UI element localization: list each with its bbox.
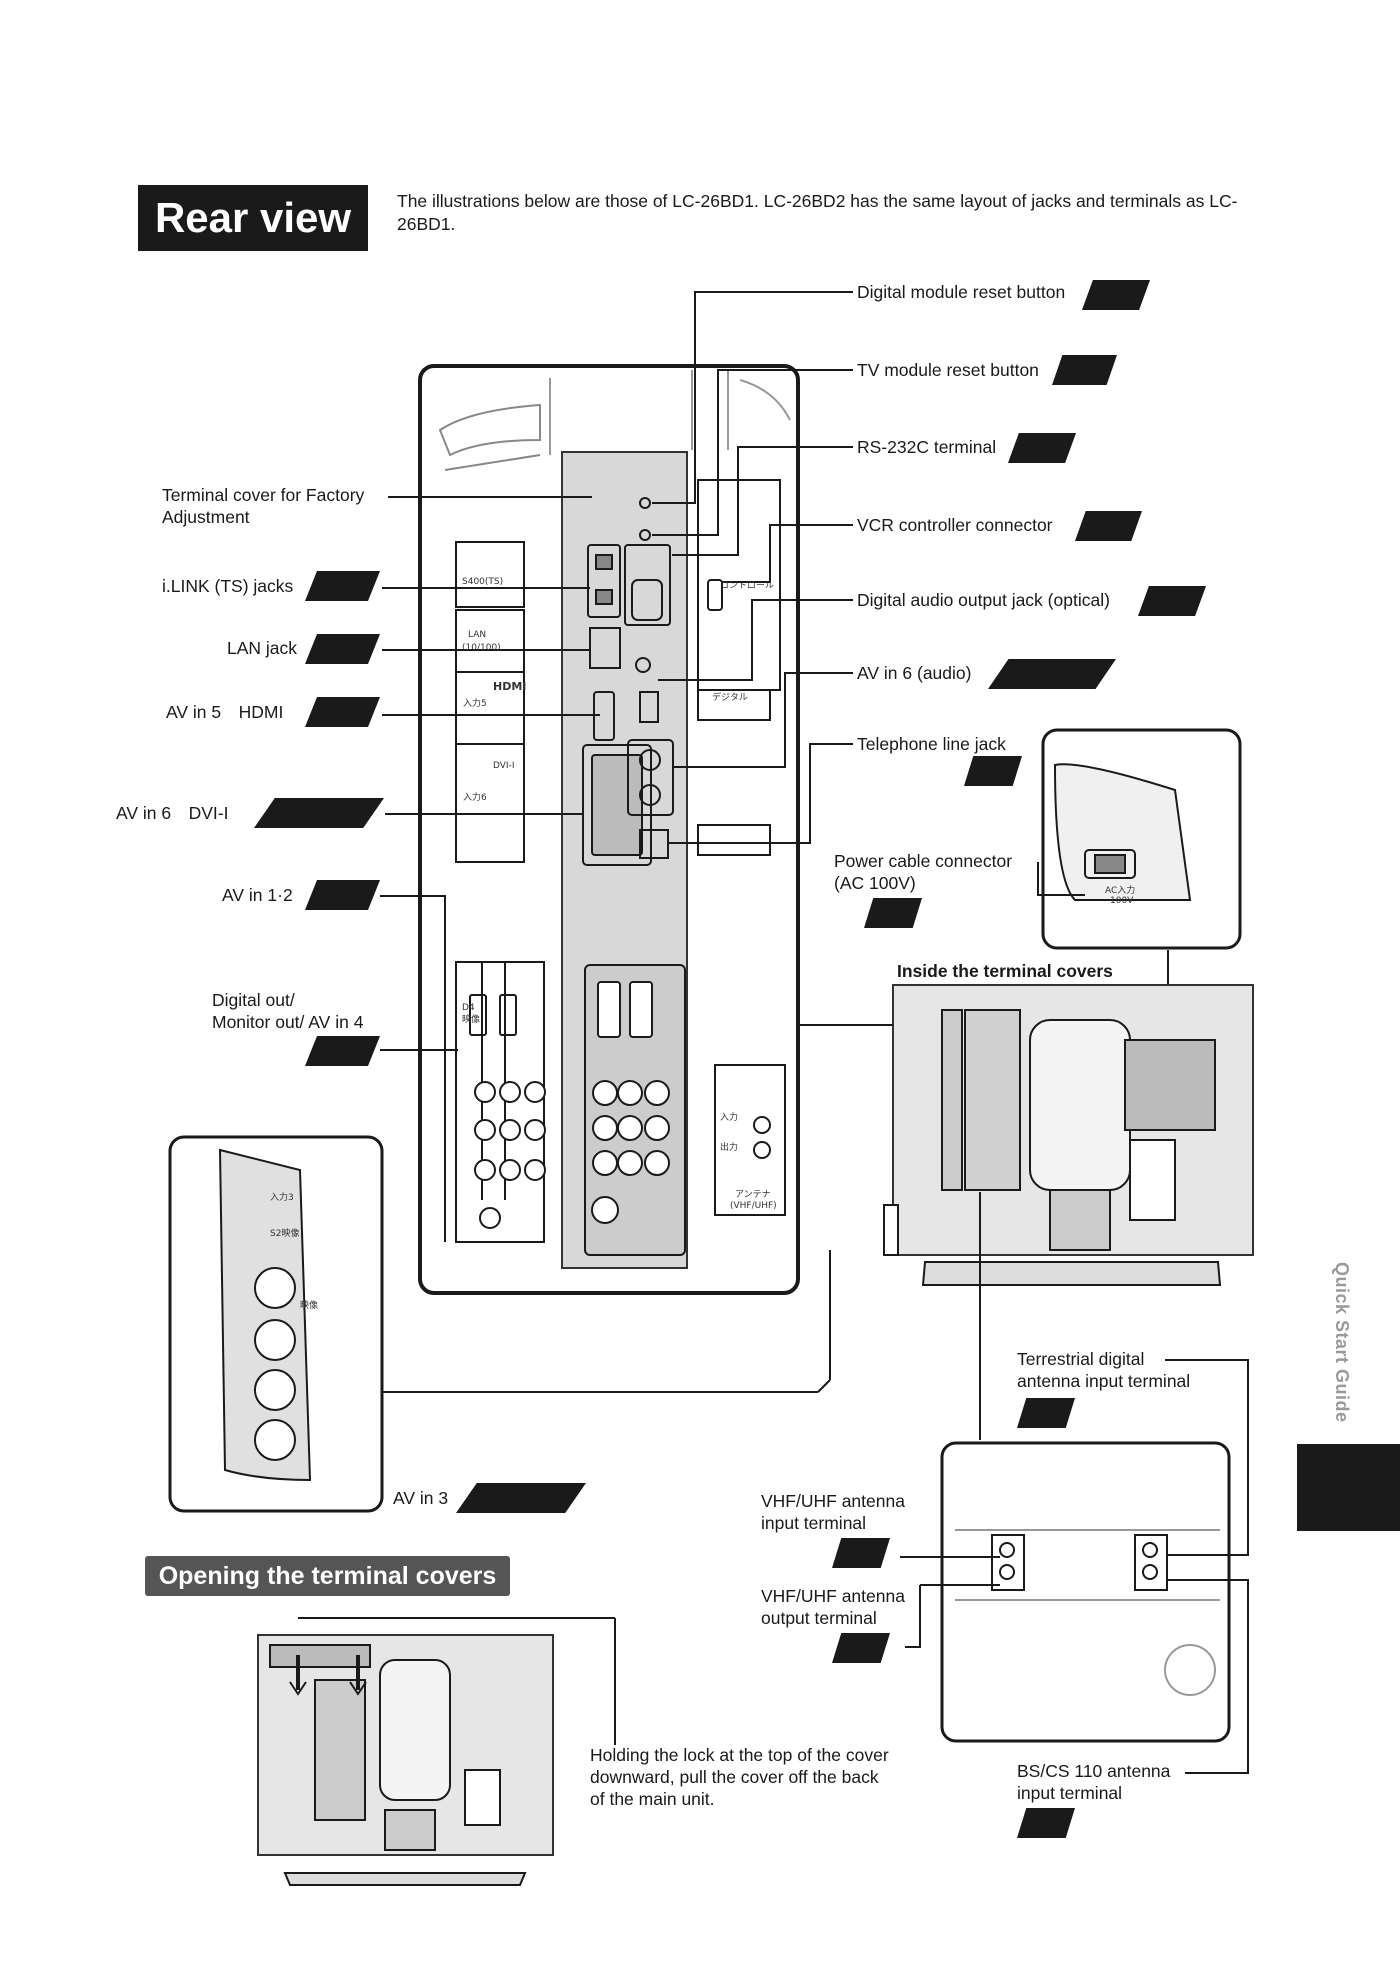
- svg-text:100V: 100V: [1110, 896, 1134, 906]
- svg-text:D4: D4: [462, 1003, 475, 1013]
- ref-tag: [254, 798, 384, 828]
- ref-tag: [988, 659, 1116, 689]
- label-vhf-in: VHF/UHF antenna input terminal: [761, 1491, 905, 1533]
- opening-instruction: Holding the lock at the top of the cover…: [590, 1745, 889, 1809]
- svg-text:映像: 映像: [462, 1013, 480, 1025]
- sidebar-text: Quick Start Guide: [1332, 1262, 1352, 1423]
- ref-tag: [1052, 355, 1117, 385]
- ref-tag: [832, 1633, 890, 1663]
- ref-tag: [864, 898, 922, 928]
- svg-text:アンテナ: アンテナ: [735, 1189, 771, 1200]
- label-terminal-cover-factory: Terminal cover for Factory Adjustment: [162, 485, 365, 527]
- label-av-in12: AV in 1·2: [222, 885, 293, 905]
- power-inset: [1041, 728, 1242, 950]
- label-inside-covers: Inside the terminal covers: [897, 961, 1113, 981]
- ref-tag: [1017, 1398, 1075, 1428]
- antenna-inset: [940, 1441, 1231, 1743]
- label-bs-cs: BS/CS 110 antenna input terminal: [1017, 1761, 1171, 1803]
- label-tv-module-reset: TV module reset button: [857, 360, 1039, 380]
- label-digital-out: Digital out/ Monitor out/ AV in 4: [212, 990, 364, 1032]
- label-lan: LAN jack: [227, 638, 298, 658]
- svg-text:映像: 映像: [300, 1299, 318, 1311]
- rear-panel-frame: [418, 364, 800, 1295]
- page-title: Rear view: [138, 185, 368, 251]
- svg-text:入力6: 入力6: [463, 791, 487, 803]
- ref-tag: [305, 1036, 380, 1066]
- label-terrestrial: Terrestrial digital antenna input termin…: [1017, 1349, 1191, 1391]
- ref-tag: [1017, 1808, 1075, 1838]
- ref-tag: [964, 756, 1022, 786]
- label-vcr-controller: VCR controller connector: [857, 515, 1053, 535]
- ref-tag: [1008, 433, 1076, 463]
- label-ilink: i.LINK (TS) jacks: [162, 576, 294, 596]
- svg-text:入力: 入力: [720, 1111, 738, 1123]
- label-av-in6-dvi: AV in 6 DVI-I: [116, 803, 229, 823]
- svg-text:AC入力: AC入力: [1105, 884, 1135, 896]
- panel-lan-text: LAN: [468, 630, 486, 640]
- label-rs232c: RS-232C terminal: [857, 437, 997, 457]
- label-av-in5: AV in 5 HDMI: [166, 702, 284, 722]
- ref-tag: [305, 697, 380, 727]
- label-digital-module-reset: Digital module reset button: [857, 282, 1066, 302]
- svg-text:デジタル: デジタル: [712, 691, 748, 703]
- ref-tag: [305, 880, 380, 910]
- svg-text:DVI-I: DVI-I: [493, 761, 515, 771]
- ref-tag: [456, 1483, 586, 1513]
- label-av-in6-audio: AV in 6 (audio): [857, 663, 972, 683]
- ref-tag: [305, 634, 380, 664]
- svg-text:(10/100): (10/100): [462, 643, 501, 653]
- opening-section-title: Opening the terminal covers: [145, 1556, 510, 1596]
- ref-tag: [1138, 586, 1206, 616]
- sidebar-tab: [1297, 1444, 1400, 1531]
- svg-text:出力: 出力: [720, 1141, 738, 1153]
- ref-tag: [305, 571, 380, 601]
- label-vhf-out: VHF/UHF antenna output terminal: [761, 1586, 905, 1628]
- label-av-in3: AV in 3: [393, 1488, 449, 1508]
- label-telephone-line: Telephone line jack: [857, 734, 1006, 754]
- svg-text:入力3: 入力3: [270, 1191, 294, 1203]
- svg-text:(VHF/UHF): (VHF/UHF): [730, 1201, 777, 1211]
- ref-tag: [1082, 280, 1150, 310]
- svg-text:入力5: 入力5: [463, 697, 487, 709]
- ref-tag: [1075, 511, 1142, 541]
- label-power-cable: Power cable connector (AC 100V): [834, 851, 1013, 893]
- ref-tag: [832, 1538, 890, 1568]
- svg-text:S2映像: S2映像: [270, 1227, 299, 1239]
- svg-text:HDMI: HDMI: [493, 680, 526, 693]
- svg-text:コントロール: コントロール: [720, 581, 774, 591]
- panel-ilink-text: S400(TS): [462, 577, 503, 587]
- intro-text: The illustrations below are those of LC-…: [397, 191, 1238, 234]
- label-digital-audio-out: Digital audio output jack (optical): [857, 590, 1110, 610]
- av-in3-inset: [168, 1135, 384, 1513]
